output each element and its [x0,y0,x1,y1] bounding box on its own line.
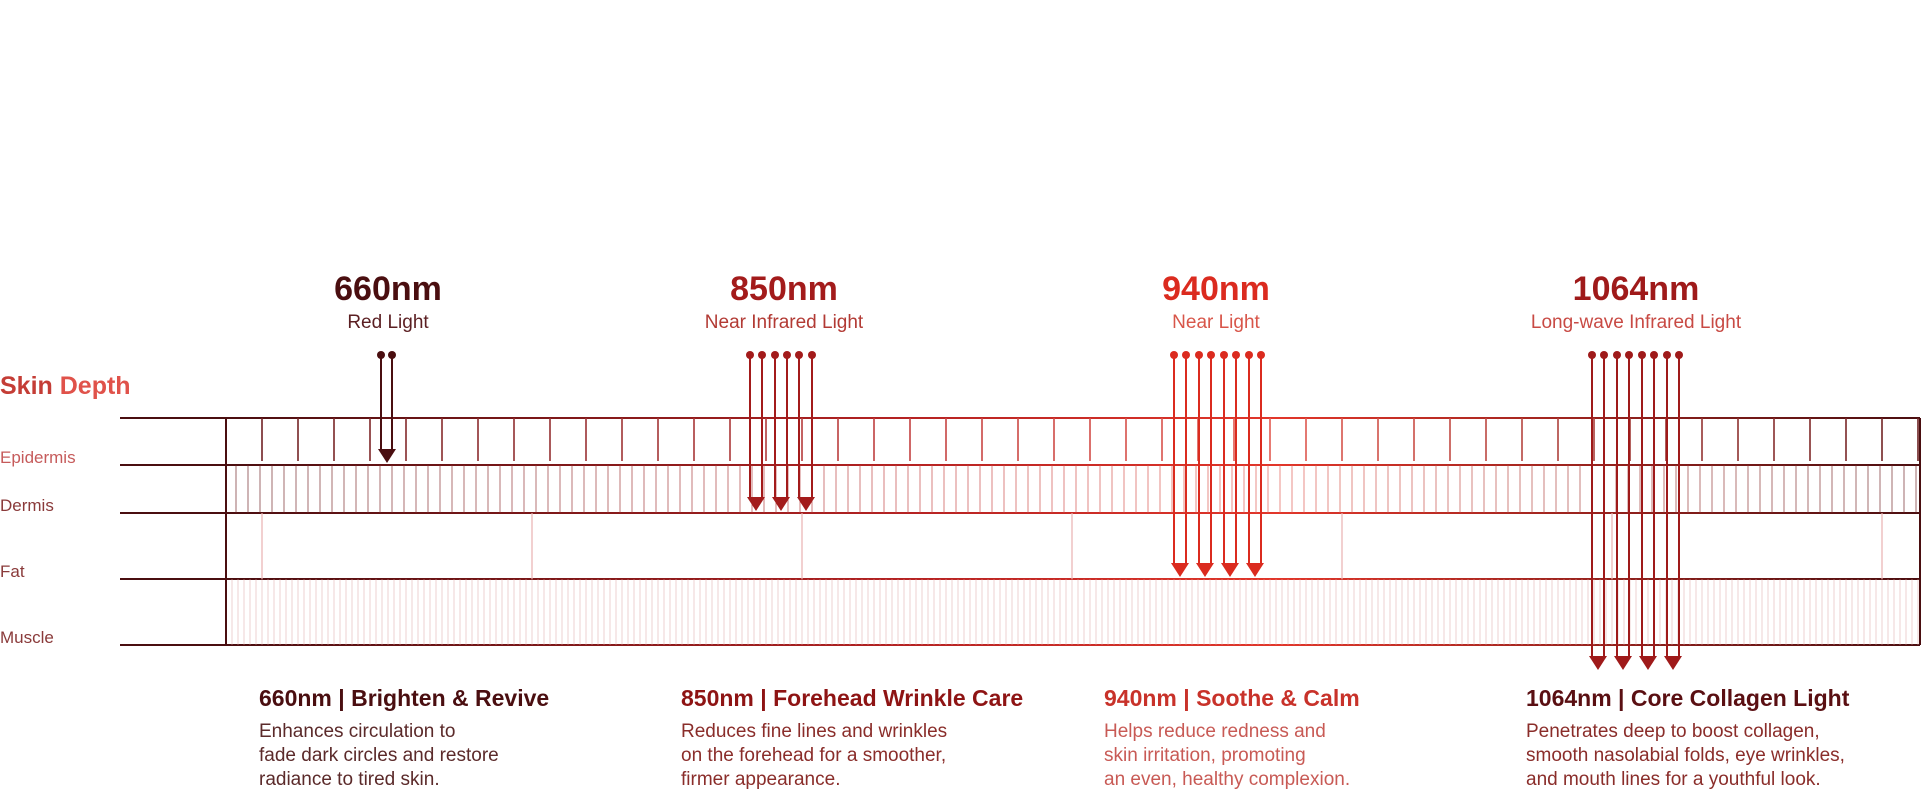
benefit-card-940: 940nm | Soothe & Calm Helps reduce redne… [1104,684,1504,792]
wavelength-value: 940nm [1162,270,1270,308]
wavelength-name: Red Light [347,312,429,333]
card-description: Enhances circulation to fade dark circle… [259,720,659,792]
card-desc-line: and mouth lines for a youthful look. [1526,769,1821,790]
arrow-head-icon [1196,563,1214,577]
wavelength-name: Near Infrared Light [704,312,864,333]
benefit-card-850: 850nm | Forehead Wrinkle Care Reduces fi… [681,684,1081,792]
card-desc-line: smooth nasolabial folds, eye wrinkles, [1526,745,1845,766]
wavelength-value: 660nm [334,270,442,308]
arrow-head-icon [1221,563,1239,577]
card-desc-line: Reduces fine lines and wrinkles [681,721,948,742]
card-description: Penetrates deep to boost collagen, smoot… [1526,720,1922,792]
skin-layer-grid [120,417,1921,646]
card-desc-line: firmer appearance. [681,769,841,790]
card-desc-line: Helps reduce redness and [1104,721,1326,742]
wavelength-name: Near Light [1172,312,1260,333]
arrow-head-icon [772,497,790,511]
skin-depth-title-part1: Skin [0,372,60,400]
wavelength-940-header: 940nm Near Light [1066,270,1366,335]
card-description: Reduces fine lines and wrinkles on the f… [681,720,1081,792]
wavelength-name: Long-wave Infrared Light [1530,312,1742,333]
arrow-head-icon [747,497,765,511]
card-title: 660nm | Brighten & Revive [259,685,550,711]
card-description: Helps reduce redness and skin irritation… [1104,720,1504,792]
light-penetration-arrows [377,351,1683,670]
skin-depth-title-part2: Depth [59,372,131,400]
benefit-card-1064: 1064nm | Core Collagen Light Penetrates … [1526,684,1922,792]
arrow-head-icon [1639,656,1657,670]
layer-label-dermis: Dermis [0,496,54,515]
card-desc-line: an even, healthy complexion. [1104,769,1351,790]
arrow-head-icon [797,497,815,511]
arrow-head-icon [1246,563,1264,577]
wavelength-660-header: 660nm Red Light [238,270,538,335]
card-title: 1064nm | Core Collagen Light [1526,685,1850,711]
card-desc-line: fade dark circles and restore [259,745,499,766]
arrow-head-icon [1589,656,1607,670]
layer-label-fat: Fat [0,562,25,581]
card-title: 940nm | Soothe & Calm [1104,685,1360,711]
card-desc-line: radiance to tired skin. [259,769,440,790]
card-desc-line: Enhances circulation to [259,721,456,742]
arrow-head-icon [1171,563,1189,577]
wavelength-1064-header: 1064nm Long-wave Infrared Light [1486,270,1786,335]
arrow-head-icon [1664,656,1682,670]
wavelength-850-header: 850nm Near Infrared Light [634,270,934,335]
card-title: 850nm | Forehead Wrinkle Care [681,685,1024,711]
card-desc-line: on the forehead for a smoother, [681,745,947,766]
card-desc-line: Penetrates deep to boost collagen, [1526,721,1820,742]
arrow-head-icon [378,449,396,463]
skin-depth-title: Skin Depth [0,372,131,401]
layer-label-epidermis: Epidermis [0,448,76,467]
wavelength-value: 850nm [730,270,838,308]
layer-label-muscle: Muscle [0,628,54,647]
card-desc-line: skin irritation, promoting [1104,745,1306,766]
benefit-card-660: 660nm | Brighten & Revive Enhances circu… [259,684,659,792]
wavelength-value: 1064nm [1572,270,1700,308]
arrow-head-icon [1614,656,1632,670]
